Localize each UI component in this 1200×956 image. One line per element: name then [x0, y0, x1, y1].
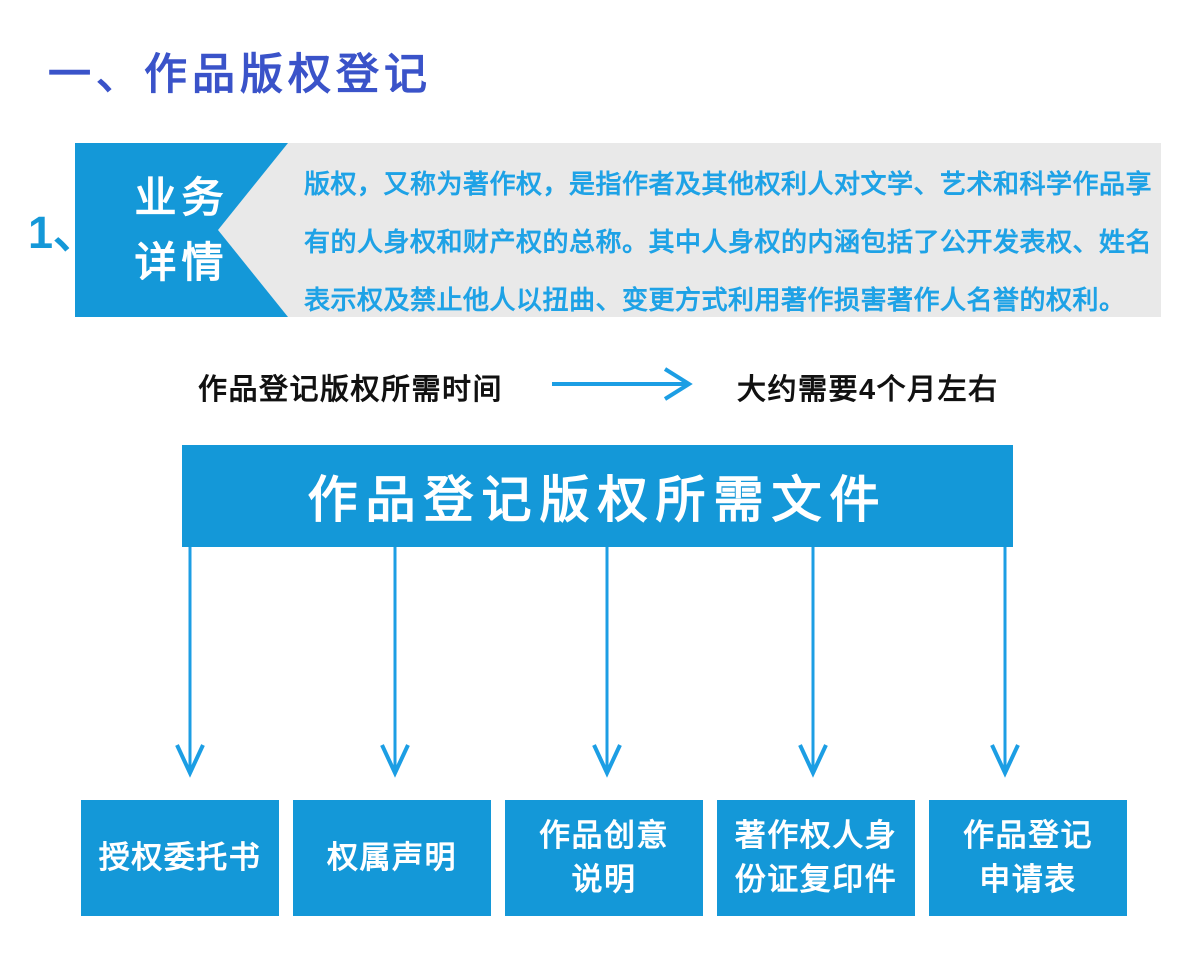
page-title: 一、作品版权登记	[48, 51, 432, 99]
time-required-label: 作品登记版权所需时间	[198, 374, 504, 406]
document-box-authorization-letter: 授权委托书	[81, 800, 279, 916]
time-required-value: 大约需要4个月左右	[737, 374, 999, 406]
left-pointing-triangle	[218, 143, 288, 317]
document-box-ownership-statement: 权属声明	[293, 800, 491, 916]
document-box-creative-description: 作品创意 说明	[505, 800, 703, 916]
right-arrow-icon	[552, 367, 693, 401]
description-line: 有的人身权和财产权的总称。其中人身权的内涵包括了公开发表权、姓名	[304, 227, 1153, 257]
document-box-application-form: 作品登记 申请表	[929, 800, 1127, 916]
down-arrow-icon	[990, 547, 1020, 778]
down-arrow-icon	[380, 547, 410, 778]
down-arrow-icon	[175, 547, 205, 778]
description-line: 版权，又称为著作权，是指作者及其他权利人对文学、艺术和科学作品享	[304, 169, 1153, 199]
document-box-id-copy: 著作权人身 份证复印件	[717, 800, 915, 916]
description-line: 表示权及禁止他人以扭曲、变更方式利用著作损害著作人名誉的权利。	[304, 285, 1126, 315]
business-detail-description: 版权，又称为著作权，是指作者及其他权利人对文学、艺术和科学作品享 有的人身权和财…	[288, 143, 1161, 317]
required-documents-banner: 作品登记版权所需文件	[182, 445, 1013, 547]
down-arrow-icon	[592, 547, 622, 778]
down-arrow-icon	[798, 547, 828, 778]
